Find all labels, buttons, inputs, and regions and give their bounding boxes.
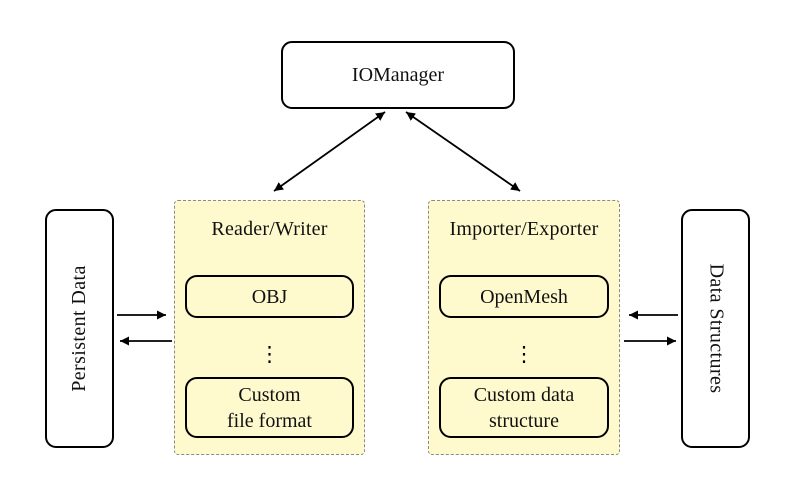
iomanager-label: IOManager (351, 63, 445, 86)
arrow-iomanager-reader-writer (273, 111, 386, 192)
openmesh-node: OpenMesh (439, 275, 609, 318)
persistent-data-node: Persistent Data (45, 209, 114, 448)
custom-file-format-node: Custom file format (185, 377, 354, 438)
arrow-iomanager-importer-exporter (405, 111, 521, 192)
data-structures-label: Data Structures (705, 263, 728, 394)
reader-writer-group: Reader/Writer OBJ ⋮ Custom file format (174, 200, 365, 455)
importer-exporter-ellipsis: ⋮ (513, 342, 535, 366)
importer-exporter-group: Importer/Exporter OpenMesh ⋮ Custom data… (428, 200, 620, 455)
persistent-data-label: Persistent Data (68, 265, 90, 392)
reader-writer-ellipsis: ⋮ (259, 342, 280, 366)
reader-writer-title: Reader/Writer (211, 218, 328, 240)
iomanager-node: IOManager (281, 41, 515, 109)
custom-data-structure-node: Custom data structure (439, 377, 609, 438)
obj-node: OBJ (185, 275, 354, 318)
data-structures-node: Data Structures (681, 209, 750, 448)
importer-exporter-title: Importer/Exporter (449, 218, 599, 240)
